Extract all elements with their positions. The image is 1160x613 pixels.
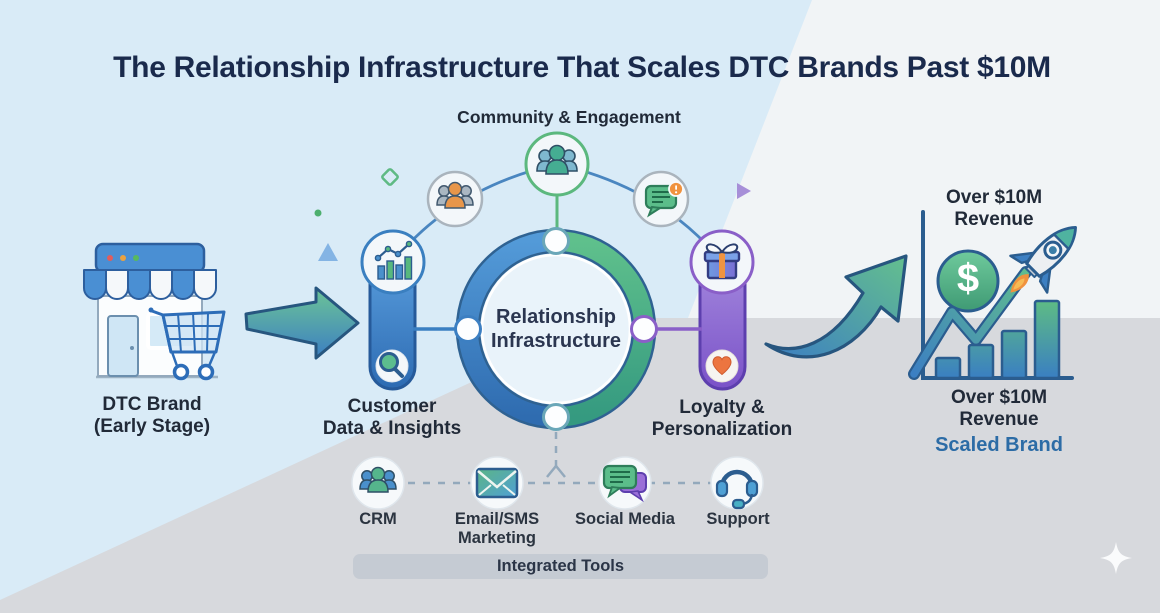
social-media-label: Social Media bbox=[575, 510, 675, 528]
revenue-label-top: Over $10M Revenue bbox=[945, 187, 1043, 231]
loyalty-label: Loyalty & Personalization bbox=[651, 397, 793, 441]
revenue-label-bottom: Over $10M Revenue bbox=[950, 387, 1048, 431]
people-group-icon bbox=[436, 181, 474, 209]
community-people-icon bbox=[536, 144, 578, 175]
arrow-right-icon bbox=[244, 286, 360, 360]
chat-bubbles-icon bbox=[602, 464, 647, 503]
satellite-gift bbox=[689, 229, 755, 295]
sparkle-icon bbox=[1100, 542, 1132, 574]
satellite-audience bbox=[426, 170, 484, 228]
relationship-hub-ring bbox=[454, 227, 658, 431]
dtc-brand-label: DTC Brand (Early Stage) bbox=[93, 394, 211, 438]
storefront-cart-icon bbox=[83, 242, 226, 381]
rocket-icon bbox=[1009, 226, 1077, 294]
bar-chart-bars bbox=[934, 299, 1061, 380]
satellite-chat bbox=[632, 170, 690, 228]
tools-connector-lines bbox=[378, 432, 738, 485]
integrated-tools-bar: Integrated Tools bbox=[353, 554, 768, 579]
crm-label: CRM bbox=[359, 510, 397, 528]
tool-social bbox=[598, 456, 652, 510]
support-label: Support bbox=[706, 510, 770, 528]
triangle-decoration-purple bbox=[737, 183, 751, 199]
dollar-coin-icon bbox=[936, 249, 1000, 313]
triangle-decoration-blue bbox=[318, 243, 338, 261]
tool-support bbox=[710, 456, 764, 510]
tool-email bbox=[470, 456, 524, 510]
heart-icon bbox=[705, 349, 739, 383]
magnifier-icon bbox=[375, 349, 409, 383]
community-engagement-label: Community & Engagement bbox=[457, 107, 681, 127]
satellite-analytics bbox=[360, 229, 426, 295]
hub-node-bottom bbox=[542, 403, 570, 431]
tool-crm bbox=[351, 456, 405, 510]
email-sms-label: Email/SMS Marketing bbox=[454, 510, 540, 548]
gift-icon bbox=[703, 243, 741, 280]
headset-icon bbox=[715, 469, 759, 510]
dollar-symbol: $ bbox=[956, 256, 980, 301]
crm-people-icon bbox=[359, 466, 397, 493]
hub-node-right bbox=[630, 315, 658, 343]
scaled-brand-label: Scaled Brand bbox=[935, 434, 1063, 456]
email-envelope-icon bbox=[475, 467, 519, 499]
curved-arrow-icon bbox=[764, 254, 908, 359]
analytics-chart-icon bbox=[374, 240, 413, 280]
satellite-community bbox=[524, 131, 590, 197]
dot-decoration bbox=[314, 209, 322, 217]
hub-node-left bbox=[454, 315, 482, 343]
chat-message-icon bbox=[644, 181, 684, 218]
hub-label: Relationship Infrastructure bbox=[490, 306, 622, 352]
cart-icon bbox=[148, 307, 226, 381]
customer-data-label: Customer Data & Insights bbox=[322, 396, 462, 440]
page-title: The Relationship Infrastructure That Sca… bbox=[113, 51, 1051, 84]
growth-chart-icon bbox=[908, 210, 1077, 380]
diamond-decoration bbox=[381, 168, 399, 186]
hub-node-top bbox=[542, 227, 570, 255]
decor-shapes bbox=[314, 168, 1132, 574]
